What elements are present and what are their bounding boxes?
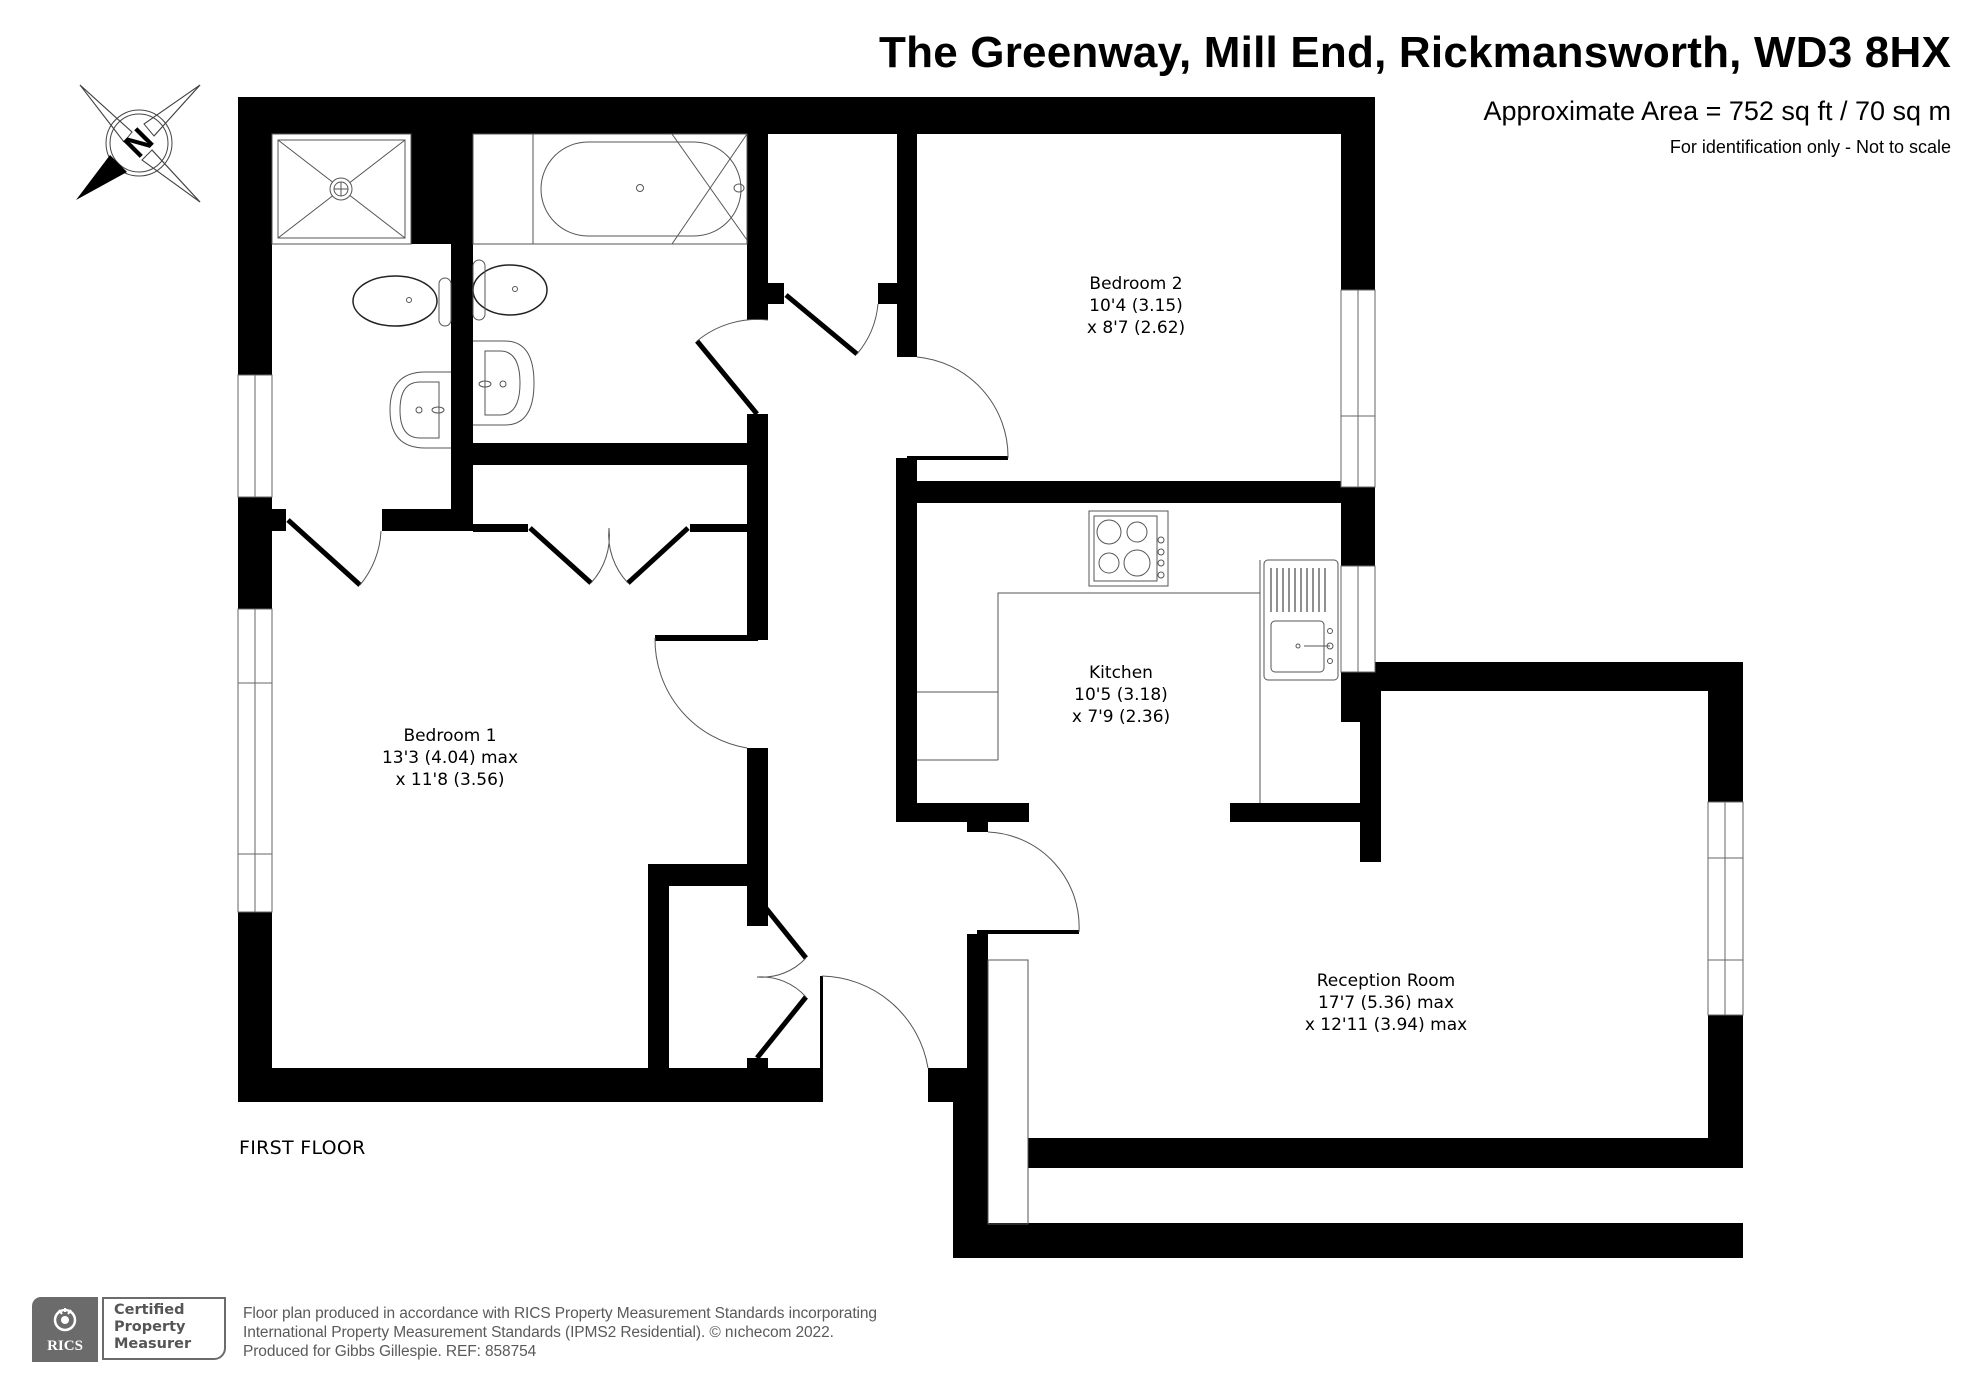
- footer-line: International Property Measurement Stand…: [243, 1324, 834, 1341]
- floor-label: FIRST FLOOR: [239, 1137, 366, 1159]
- badge-line: Measurer: [114, 1336, 192, 1352]
- room-dimension: 17'7 (5.36) max: [1317, 993, 1455, 1013]
- room-label-reception-room: Reception Room 17'7 (5.36) max x 12'11 (…: [1305, 970, 1467, 1036]
- property-address-title: The Greenway, Mill End, Rickmansworth, W…: [879, 28, 1951, 77]
- badge-line: Certified: [114, 1302, 185, 1318]
- room-dimension: 13'3 (4.04) max: [381, 748, 519, 768]
- room-name: Kitchen: [1089, 663, 1153, 683]
- rics-certified-badge: RICS Certified Property Measurer: [32, 1297, 228, 1362]
- room-label-bedroom-1: Bedroom 1 13'3 (4.04) max x 11'8 (3.56): [382, 725, 518, 791]
- doors: [286, 293, 1080, 1069]
- footer-line: Floor plan produced in accordance with R…: [243, 1305, 877, 1322]
- badge-line: Property: [114, 1319, 186, 1335]
- room-dimension: x 7'9 (2.36): [1071, 707, 1171, 727]
- footer-line: Produced for Gibbs Gillespie. REF: 85875…: [243, 1343, 537, 1360]
- room-name: Reception Room: [1316, 971, 1456, 991]
- walls: [238, 97, 1743, 1258]
- rics-lion-icon: [53, 1308, 77, 1332]
- room-dimension: x 11'8 (3.56): [395, 770, 505, 790]
- windows: [237, 289, 1744, 1016]
- room-label-kitchen: Kitchen 10'5 (3.18) x 7'9 (2.36): [1072, 662, 1170, 728]
- room-dimension: x 12'11 (3.94) max: [1304, 1015, 1468, 1035]
- room-name: Bedroom 2: [1089, 274, 1183, 294]
- rics-logo: RICS: [32, 1297, 98, 1362]
- room-dimension: 10'4 (3.15): [1089, 296, 1183, 316]
- certified-property-measurer: Certified Property Measurer: [102, 1297, 226, 1360]
- approximate-area: Approximate Area = 752 sq ft / 70 sq m: [1483, 96, 1951, 126]
- room-dimension: 10'5 (3.18): [1074, 685, 1168, 705]
- room-label-bedroom-2: Bedroom 2 10'4 (3.15) x 8'7 (2.62): [1087, 273, 1185, 339]
- fixtures: [271, 133, 1339, 1225]
- room-name: Bedroom 1: [403, 726, 497, 746]
- room-dimension: x 8'7 (2.62): [1086, 318, 1186, 338]
- scale-disclaimer: For identification only - Not to scale: [1669, 137, 1951, 157]
- rics-wordmark: RICS: [47, 1338, 83, 1354]
- compass-north-icon: N: [76, 84, 201, 203]
- footer-notice: Floor plan produced in accordance with R…: [243, 1304, 877, 1361]
